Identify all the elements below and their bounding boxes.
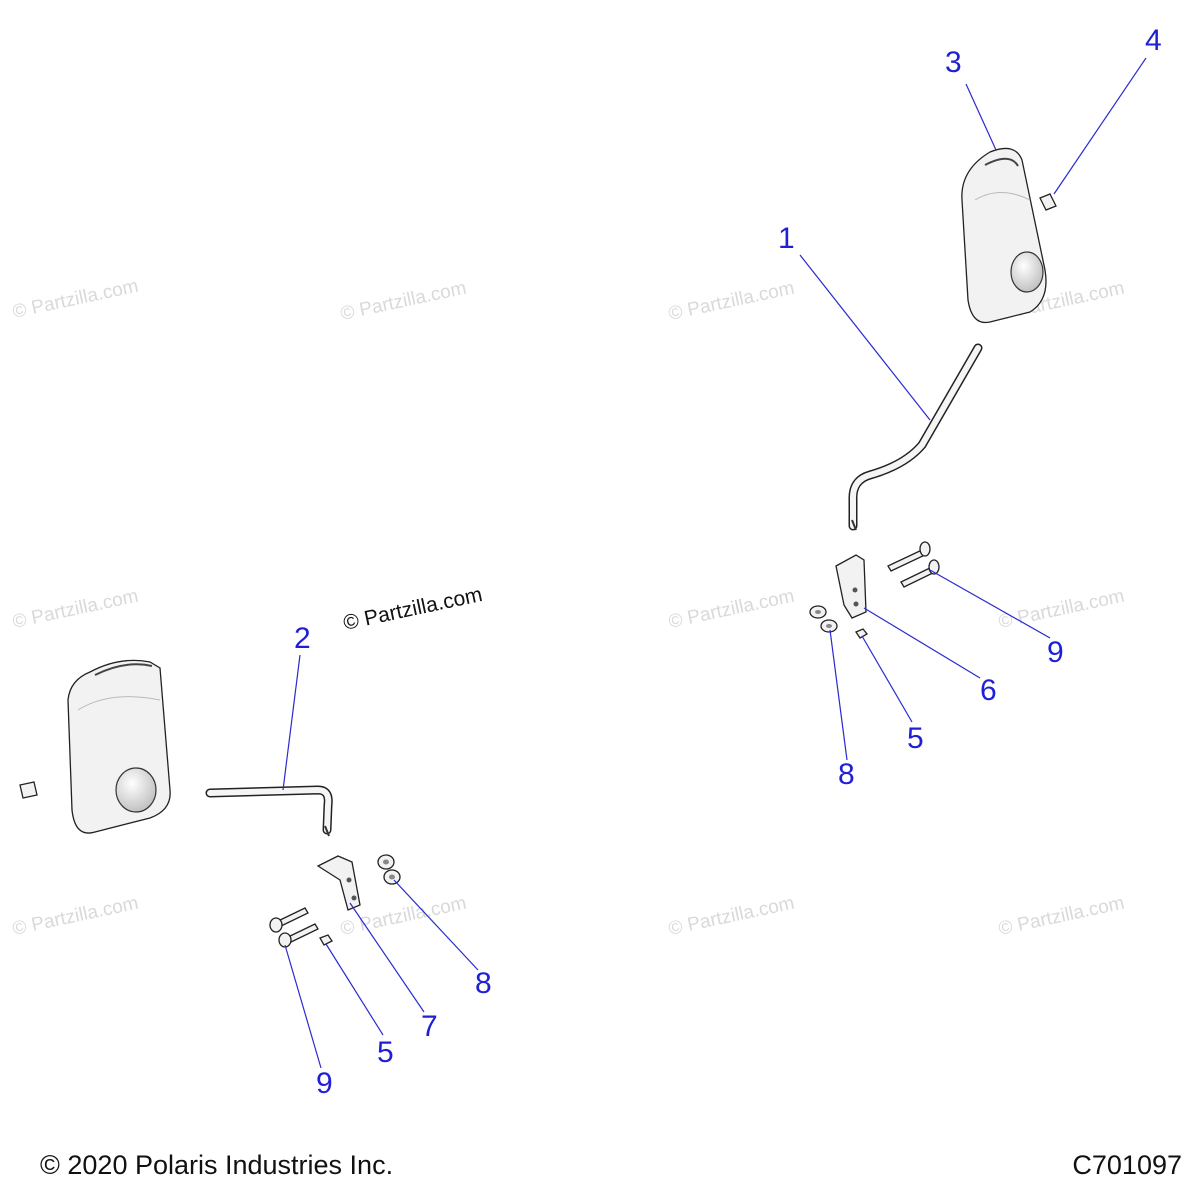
callout-2: 2 [294,622,311,655]
mirror-rod-right [848,343,983,531]
callouts: 3 4 1 2 9 6 5 8 8 7 5 9 [294,24,1162,1100]
callout-6: 6 [980,674,997,707]
nut-left [319,934,333,946]
watermark: © Partzilla.com [339,278,469,325]
callout-8-right: 8 [838,758,855,791]
watermark: © Partzilla.com [11,586,141,633]
watermark: © Partzilla.com [667,893,797,940]
bolts-left [269,907,319,948]
leader-lines [282,57,1147,1069]
callout-4: 4 [1145,24,1162,57]
callout-9-right: 9 [1047,636,1064,669]
bracket-left [316,855,361,911]
washers-right [809,605,838,633]
copyright-text: © 2020 Polaris Industries Inc. [40,1150,394,1180]
end-cap-left [19,781,38,799]
callout-5-left: 5 [377,1036,394,1069]
callout-9-left: 9 [316,1067,333,1100]
watermark: © Partzilla.com [11,893,141,940]
watermark: © Partzilla.com [997,586,1127,633]
watermark: © Partzilla.com [997,893,1127,940]
callout-3: 3 [945,46,962,79]
watermark: © Partzilla.com [11,276,141,323]
washers-left [377,854,401,885]
mirror-head-left [67,659,171,834]
callout-5-right: 5 [907,722,924,755]
drawing-number: C701097 [1072,1150,1182,1180]
watermark: © Partzilla.com [667,586,797,633]
bolts-right [887,541,940,588]
nut-right [855,628,868,639]
callout-8-left: 8 [475,967,492,1000]
bracket-right [835,554,867,619]
mirror-head-right [961,147,1047,324]
mirror-rod-left [205,785,333,837]
watermark: © Partzilla.com [667,278,797,325]
right-assembly [809,147,1057,639]
left-assembly [19,659,401,948]
watermark-center: © Partzilla.com [341,583,484,635]
end-cap-right [1039,193,1057,211]
callout-1: 1 [778,222,795,255]
callout-7: 7 [421,1010,438,1043]
